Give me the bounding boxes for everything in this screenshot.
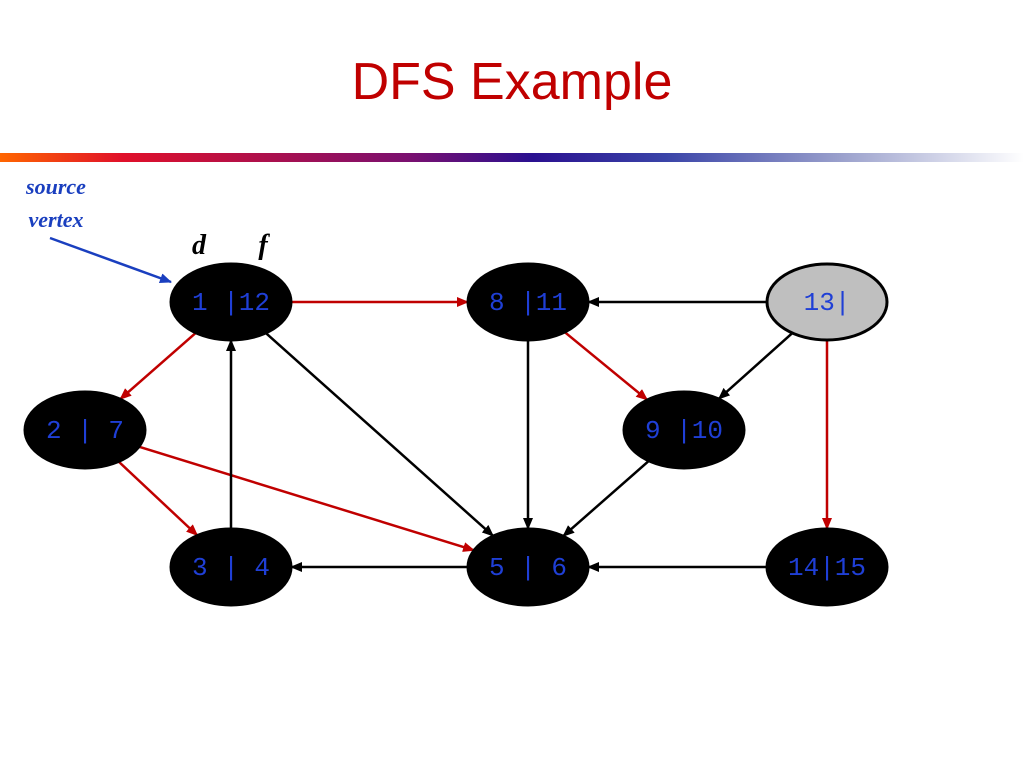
vertex-v8: 8 |11 <box>466 262 590 342</box>
vertex-label: 13| <box>804 288 851 318</box>
edge-v9-to-v5 <box>562 459 650 538</box>
edge-v1-to-v5 <box>264 332 495 537</box>
vertex-v1: 1 |12 <box>169 262 293 342</box>
vertex-label: 9 |10 <box>645 416 723 446</box>
vertex-node <box>169 262 293 342</box>
vertex-label: 8 |11 <box>489 288 567 318</box>
vertex-node <box>466 527 590 607</box>
title-divider <box>0 153 1024 162</box>
source-annotation-line2: vertex <box>29 207 84 232</box>
vertex-node <box>622 390 746 470</box>
discovery-time-label: d <box>192 230 207 261</box>
source-annotation-line1: source <box>25 174 86 199</box>
source-pointer-arrow <box>49 236 172 284</box>
vertex-node <box>169 527 293 607</box>
edge-v1-to-v2 <box>119 331 197 401</box>
edge-v2-to-v5 <box>138 445 476 552</box>
vertex-v14: 14|15 <box>765 527 889 607</box>
edge-v8-to-v9 <box>563 331 649 401</box>
finish-time-label: f <box>258 230 270 261</box>
edge-v2-to-v3 <box>117 460 199 537</box>
vertex-v13: 13| <box>765 262 889 342</box>
vertex-v2: 2 | 7 <box>23 390 147 470</box>
vertex-node <box>23 390 147 470</box>
vertex-label: 5 | 6 <box>489 553 567 583</box>
vertex-v5: 5 | 6 <box>466 527 590 607</box>
vertex-node <box>466 262 590 342</box>
vertex-node <box>765 527 889 607</box>
vertex-label: 3 | 4 <box>192 553 270 583</box>
vertex-v3: 3 | 4 <box>169 527 293 607</box>
vertex-v9: 9 |10 <box>622 390 746 470</box>
edge-v13-to-v9 <box>717 332 794 400</box>
vertex-label: 14|15 <box>788 553 866 583</box>
vertex-label: 1 |12 <box>192 288 270 318</box>
vertex-node <box>765 262 889 342</box>
slide-title: DFS Example <box>351 53 673 111</box>
vertex-label: 2 | 7 <box>46 416 124 446</box>
